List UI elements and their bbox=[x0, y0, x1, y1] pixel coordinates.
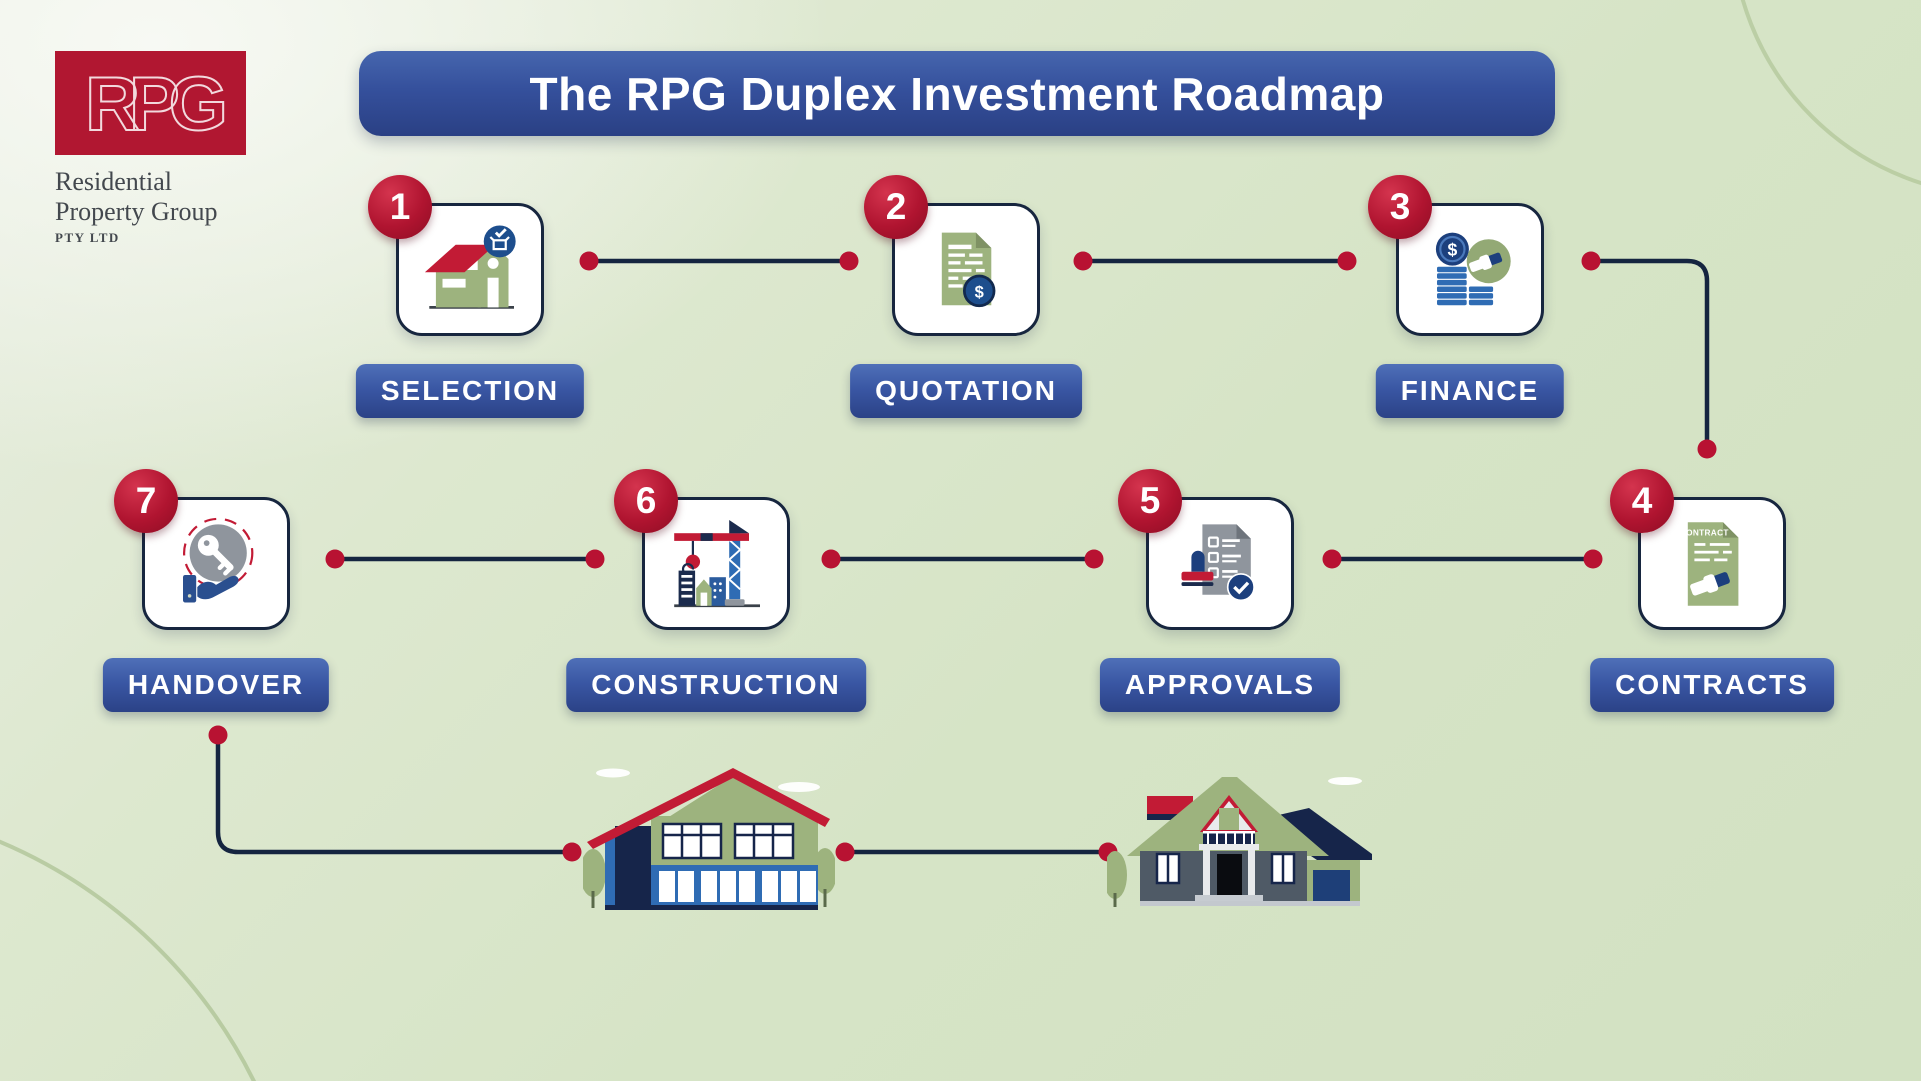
step-number-badge: 4 bbox=[1610, 469, 1674, 533]
svg-text:$: $ bbox=[975, 283, 984, 301]
step-card: $ bbox=[1396, 203, 1544, 336]
decorative-circle-top-right bbox=[1730, 0, 1921, 198]
step-construction: 6 bbox=[566, 469, 866, 712]
step-quotation: 2 $ QUOTATION bbox=[850, 175, 1082, 418]
step-number-badge: 1 bbox=[368, 175, 432, 239]
step-handover: 7 HANDOVER bbox=[102, 469, 330, 712]
step-finance: 3 $ FINANCE bbox=[1368, 175, 1565, 418]
company-logo: RPG Residential Property Group PTY LTD bbox=[55, 51, 295, 246]
coins-handshake-icon: $ bbox=[1435, 232, 1511, 305]
family-house-illustration bbox=[1107, 777, 1372, 907]
title-banner: The RPG Duplex Investment Roadmap bbox=[359, 51, 1555, 136]
logo-line1: Residential bbox=[55, 167, 172, 196]
contract-document-icon: CONTRACT bbox=[1680, 521, 1739, 606]
step-label: SELECTION bbox=[355, 364, 585, 418]
svg-text:CONTRACT: CONTRACT bbox=[1680, 528, 1729, 537]
step-label: CONTRACTS bbox=[1590, 658, 1834, 712]
step-number-badge: 2 bbox=[864, 175, 928, 239]
svg-text:$: $ bbox=[1448, 239, 1458, 259]
duplex-building-illustration bbox=[583, 768, 835, 910]
house-with-check-icon bbox=[424, 224, 516, 309]
step-label: QUOTATION bbox=[850, 364, 1082, 418]
rpg-logo-icon: RPG bbox=[55, 51, 246, 155]
logo-pty-ltd: PTY LTD bbox=[55, 229, 120, 245]
step-contracts: 4 CONTRACT CONTRACTS bbox=[1590, 469, 1834, 712]
step-number-badge: 6 bbox=[614, 469, 678, 533]
step-label: FINANCE bbox=[1375, 364, 1565, 418]
step-number-badge: 5 bbox=[1118, 469, 1182, 533]
stamp-approval-icon bbox=[1181, 523, 1255, 601]
step-selection: 1 SELECTION bbox=[355, 175, 585, 418]
priced-document-icon: $ bbox=[941, 232, 996, 307]
step-approvals: 5 APPRO bbox=[1099, 469, 1341, 712]
key-handover-icon bbox=[183, 517, 254, 602]
decorative-circle-bottom-left bbox=[0, 800, 308, 1081]
logo-line2: Property Group bbox=[55, 196, 218, 226]
step-label: APPROVALS bbox=[1099, 658, 1341, 712]
crane-buildings-icon bbox=[674, 519, 760, 607]
step-label: HANDOVER bbox=[102, 658, 330, 712]
step-label: CONSTRUCTION bbox=[566, 658, 866, 712]
step-number-badge: 7 bbox=[114, 469, 178, 533]
svg-text:RPG: RPG bbox=[85, 62, 224, 147]
step-card bbox=[142, 497, 290, 630]
page-title: The RPG Duplex Investment Roadmap bbox=[529, 67, 1385, 120]
step-number-badge: 3 bbox=[1368, 175, 1432, 239]
